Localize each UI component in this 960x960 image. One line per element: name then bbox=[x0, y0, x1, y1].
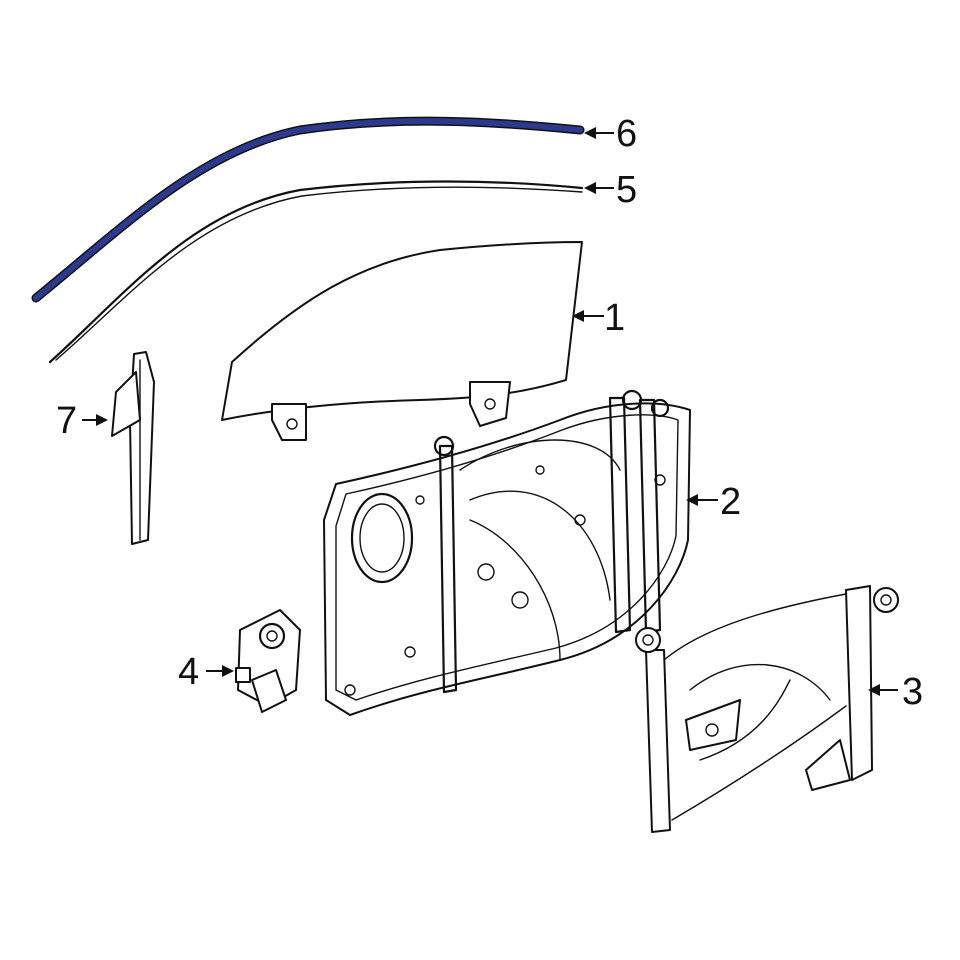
callout-label-4: 4 bbox=[178, 651, 199, 693]
callout-label-7: 7 bbox=[56, 400, 77, 442]
part-7-trim[interactable] bbox=[111, 351, 155, 545]
part-2-door-module-panel[interactable] bbox=[323, 389, 691, 716]
part-5-channel-strip[interactable] bbox=[48, 180, 584, 364]
part-3-window-regulator[interactable] bbox=[635, 585, 899, 833]
leader-4 bbox=[206, 665, 234, 677]
leader-5 bbox=[584, 182, 614, 194]
part-1-door-glass[interactable] bbox=[221, 241, 583, 441]
leader-7 bbox=[82, 414, 108, 426]
leader-6 bbox=[584, 127, 614, 139]
leader-2 bbox=[686, 494, 718, 506]
leader-3 bbox=[868, 684, 898, 696]
part-4-window-motor[interactable] bbox=[235, 609, 301, 713]
callout-label-1: 1 bbox=[604, 297, 625, 339]
leader-1 bbox=[572, 310, 604, 322]
callout-label-2: 2 bbox=[720, 481, 741, 523]
callout-label-3: 3 bbox=[902, 671, 923, 713]
callout-label-6: 6 bbox=[616, 113, 637, 155]
part-6-weatherstrip-highlighted[interactable] bbox=[31, 116, 585, 303]
callout-label-5: 5 bbox=[616, 169, 637, 211]
